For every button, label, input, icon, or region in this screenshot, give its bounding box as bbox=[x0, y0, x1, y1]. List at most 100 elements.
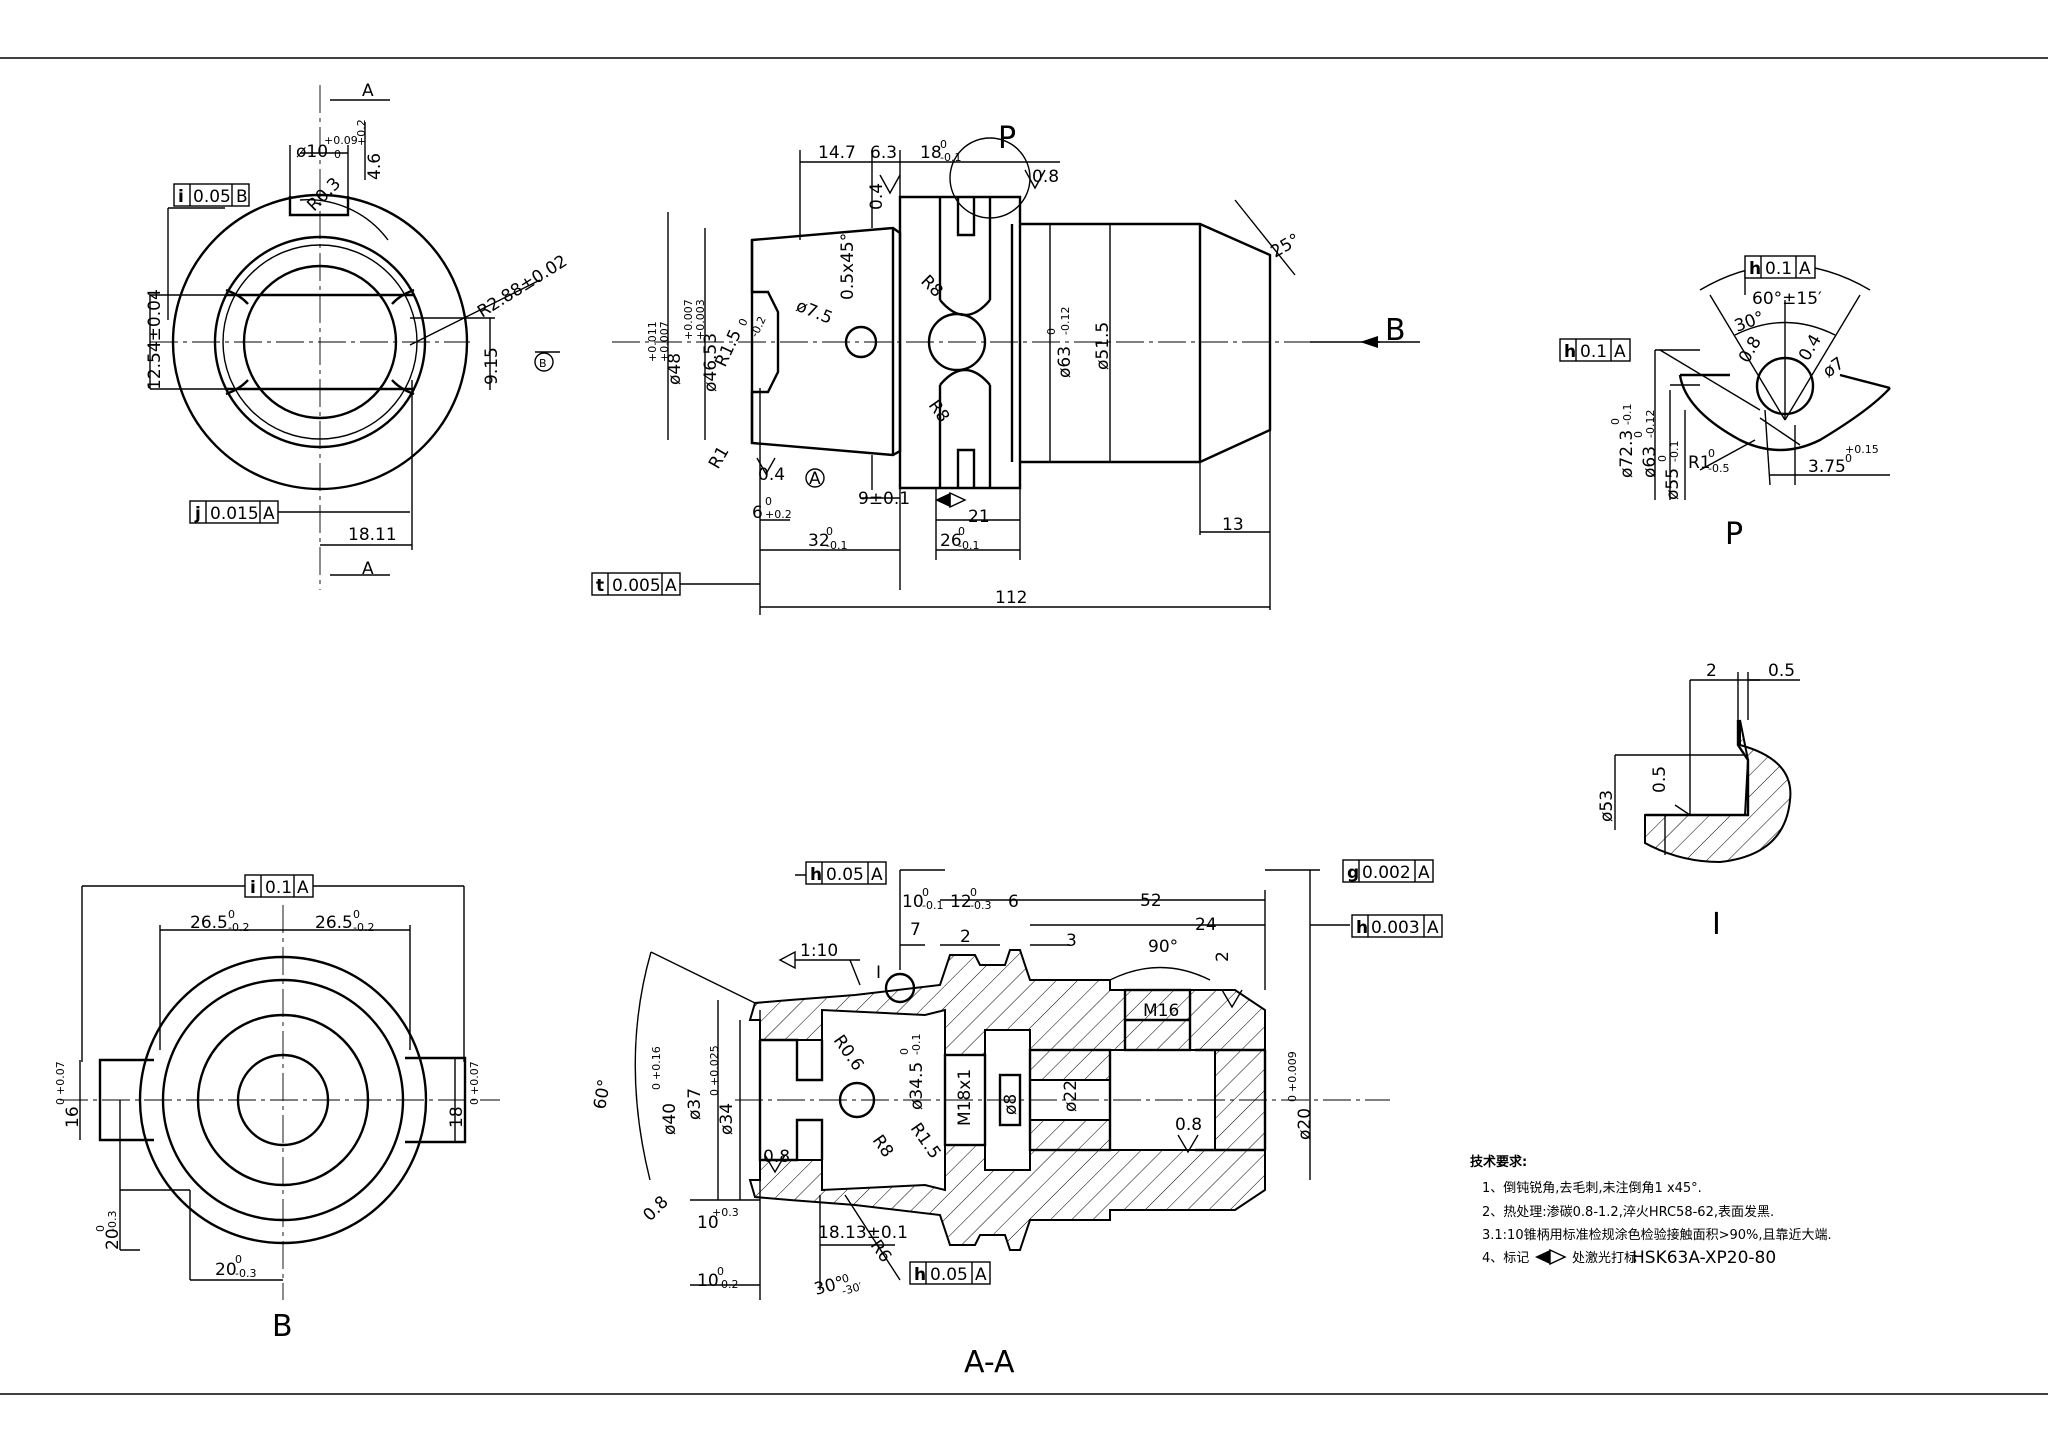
dim-ar15: R1.5 bbox=[906, 1119, 945, 1162]
dim-r03: R0.3 bbox=[303, 174, 345, 216]
dim-b20b: 20 bbox=[215, 1260, 237, 1280]
fcf-i-01-a: i 0.1 A bbox=[244, 874, 314, 898]
datum-b-symbol: B bbox=[539, 357, 547, 370]
dim-d9: 9±0.1 bbox=[858, 489, 910, 509]
dim-d04: 0.4 bbox=[867, 183, 887, 210]
detail-i bbox=[1614, 672, 1800, 864]
svg-text:0: 0 bbox=[650, 1083, 663, 1090]
detail-i-labels: I 2 0.5 0.5 ø53 bbox=[1597, 661, 1795, 942]
svg-text:0: 0 bbox=[826, 525, 833, 538]
dim-a3: 3 bbox=[1066, 931, 1077, 951]
detail-p-labels: P 60°±15′ 30° 0.8 0.4 ø7 ø72.3 0 -0.1 ø6… bbox=[1609, 289, 1879, 552]
svg-text:j: j bbox=[194, 504, 201, 524]
dim-a52: 52 bbox=[1140, 891, 1162, 911]
svg-text:-0.3: -0.3 bbox=[106, 1211, 119, 1232]
dim-d10: ø10 bbox=[296, 142, 328, 162]
dim-a22: ø22 bbox=[1061, 1080, 1081, 1112]
dim-b265b: 26.5 bbox=[315, 913, 353, 933]
dim-a08c: 0.8 bbox=[639, 1192, 672, 1225]
dim-a12: 12 bbox=[950, 892, 972, 912]
dim-rr8b: R8 bbox=[924, 396, 953, 426]
svg-text:0: 0 bbox=[708, 1089, 721, 1096]
dim-p60: 60°±15′ bbox=[1752, 289, 1822, 309]
dim-r1: R1 bbox=[705, 443, 734, 473]
view-b bbox=[60, 885, 500, 1300]
svg-text:0: 0 bbox=[736, 316, 751, 328]
svg-text:0: 0 bbox=[1845, 452, 1852, 465]
fcf-g-0002-a: g 0.002 A bbox=[1342, 859, 1434, 883]
svg-text:-0.1: -0.1 bbox=[910, 1034, 923, 1055]
svg-text:+0.007: +0.007 bbox=[682, 299, 695, 340]
dim-p7: ø7 bbox=[1819, 354, 1848, 383]
svg-text:0: 0 bbox=[940, 138, 947, 151]
dim-d05x45: 0.5x45° bbox=[838, 233, 858, 300]
dim-d112: 112 bbox=[995, 588, 1027, 608]
svg-text:A: A bbox=[665, 576, 677, 596]
section-a-a-labels: A-A 1:10 10 0 -0.1 12 0 -0.3 6 52 7 2 3 … bbox=[590, 886, 1315, 1380]
svg-text:0: 0 bbox=[840, 1272, 850, 1286]
dim-b16: 16 bbox=[63, 1106, 83, 1128]
svg-text:0: 0 bbox=[1609, 418, 1622, 425]
svg-text:g: g bbox=[1347, 863, 1359, 883]
svg-text:0: 0 bbox=[717, 1265, 724, 1278]
svg-text:0: 0 bbox=[353, 908, 360, 921]
svg-text:-0.12: -0.12 bbox=[1059, 307, 1072, 335]
svg-text:A: A bbox=[1418, 863, 1430, 883]
svg-text:-30′: -30′ bbox=[840, 1280, 864, 1298]
view-label-b: B bbox=[272, 1309, 293, 1344]
svg-text:h: h bbox=[810, 865, 822, 885]
dim-a20: ø20 bbox=[1295, 1108, 1315, 1140]
svg-text:i: i bbox=[250, 878, 256, 898]
dim-d1811: 18.11 bbox=[348, 525, 397, 545]
dim-a60: 60° bbox=[590, 1078, 615, 1111]
fcf-t-0005-a: t 0.005 A bbox=[591, 572, 760, 596]
svg-text:0: 0 bbox=[958, 525, 965, 538]
dim-i53: ø53 bbox=[1597, 790, 1617, 822]
fcf-h-005-a-bottom: h 0.05 A bbox=[909, 1261, 991, 1285]
section-mark-a-bottom: A bbox=[362, 559, 374, 579]
dim-a1813: 18.13±0.1 bbox=[818, 1223, 908, 1243]
dim-i2: 2 bbox=[1706, 661, 1717, 681]
svg-text:A: A bbox=[1799, 259, 1811, 279]
view-b-labels: B 26.5 0 -0.2 26.5 0 -0.2 16 0 +0.07 18 … bbox=[54, 908, 481, 1344]
svg-text:0.05: 0.05 bbox=[193, 187, 231, 207]
dim-a10a: 10 bbox=[902, 892, 924, 912]
fcf-j-0015-a: j 0.015 A bbox=[189, 500, 279, 524]
svg-text:+0.2: +0.2 bbox=[765, 508, 792, 521]
note-4-prefix: 4、标记 bbox=[1482, 1251, 1529, 1266]
dim-a24: 24 bbox=[1195, 915, 1217, 935]
svg-text:-0.2: -0.2 bbox=[717, 1278, 738, 1291]
svg-text:+0.009: +0.009 bbox=[1286, 1051, 1299, 1092]
svg-text:0: 0 bbox=[765, 495, 772, 508]
svg-text:A: A bbox=[975, 1265, 987, 1285]
note-1: 1、倒钝锐角,去毛刺,未注倒角1 x45°. bbox=[1482, 1181, 1702, 1196]
end-view-a bbox=[149, 85, 560, 590]
svg-text:0: 0 bbox=[970, 886, 977, 899]
svg-text:A: A bbox=[1614, 342, 1626, 362]
svg-text:-0.2: -0.2 bbox=[228, 921, 249, 934]
dim-ar06: R0.6 bbox=[829, 1031, 868, 1074]
dim-d75: ø7.5 bbox=[793, 296, 835, 329]
dim-a7: 7 bbox=[910, 920, 921, 940]
svg-text:0.05: 0.05 bbox=[826, 865, 864, 885]
dim-a10b: 10 bbox=[697, 1213, 719, 1233]
dim-a345: ø34.5 bbox=[907, 1062, 927, 1110]
dim-a2a: 2 bbox=[960, 927, 971, 947]
fcf-h-005-a-top: h 0.05 A bbox=[805, 861, 887, 885]
note-2: 2、热处理:渗碳0.8-1.2,淬火HRC58-62,表面发黑. bbox=[1482, 1204, 1774, 1220]
dim-d18: 18 bbox=[920, 143, 942, 163]
svg-text:0: 0 bbox=[898, 1048, 911, 1055]
dim-d915: 9.15 bbox=[482, 347, 502, 385]
dim-d460-tol: +0.2 bbox=[355, 119, 368, 146]
svg-text:0: 0 bbox=[468, 1098, 481, 1105]
note-4-suffix: 处激光打标 bbox=[1572, 1251, 1637, 1266]
dim-rr8a: R8 bbox=[916, 271, 946, 301]
svg-text:A: A bbox=[263, 504, 275, 524]
svg-text:-0.2: -0.2 bbox=[353, 921, 374, 934]
svg-text:t: t bbox=[596, 576, 604, 596]
svg-text:-0.3: -0.3 bbox=[970, 899, 991, 912]
svg-text:0: 0 bbox=[1656, 455, 1669, 462]
view-label-p-detail-ref: P bbox=[998, 121, 1016, 156]
dim-a34: ø34 bbox=[717, 1103, 737, 1135]
